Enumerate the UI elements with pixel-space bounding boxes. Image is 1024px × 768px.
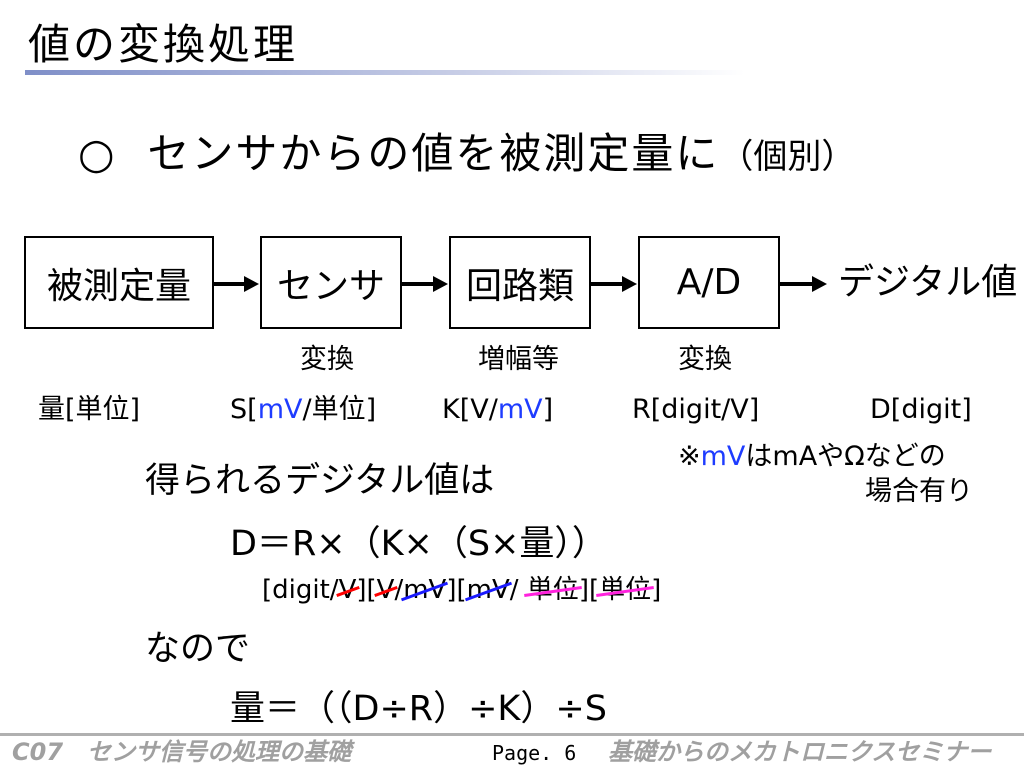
heading: ○ センサからの値を被測定量に（個別） [78, 133, 855, 175]
formula-1: D＝R×（K×（S×量）） [230, 524, 607, 564]
unit-text: S[ [230, 394, 258, 425]
title-underline [25, 70, 745, 75]
bullet-circle: ○ [78, 129, 117, 178]
body-line-1: 得られるデジタル値は [145, 461, 495, 501]
unit-text: [digit/ [262, 575, 339, 605]
formula-2: 量＝（（D÷R）÷K）÷S [230, 689, 607, 729]
slide-title: 値の変換処理 [28, 20, 299, 69]
unit-circuit: K[V/mV] [442, 396, 553, 423]
label-conversion-1: 変換 [300, 344, 354, 375]
struck-unit: V [338, 575, 357, 605]
unit-mv: mV [497, 394, 543, 425]
heading-note: （個別） [719, 137, 856, 177]
digital-value-label: デジタル値 [838, 262, 1018, 303]
struck-unit: mV [466, 575, 510, 605]
arrow-icon [591, 276, 637, 292]
note-text: はmAやΩなどの [745, 441, 946, 472]
struck-unit: 単位 [599, 575, 652, 605]
unit-text: ][ [356, 575, 377, 605]
unit-cancellation: [digit/V][V/mV][mV/ 単位][単位] [262, 577, 661, 603]
box-measured-quantity: 被測定量 [24, 236, 214, 329]
unit-quantity: 量[単位] [38, 394, 141, 425]
box-circuits: 回路類 [449, 236, 591, 329]
footer-course: C07 センサ信号の処理の基礎 [12, 738, 352, 766]
unit-text: / [394, 575, 404, 605]
label-amplification: 増幅等 [478, 344, 559, 375]
page-number: Page. 6 [492, 741, 577, 765]
unit-sensor: S[mV/単位] [230, 396, 376, 423]
struck-unit: 単位 [526, 575, 579, 605]
unit-text: ] [651, 575, 662, 605]
unit-text: ][ [446, 575, 467, 605]
box-sensor: センサ [260, 236, 402, 329]
struck-unit: mV [403, 575, 447, 605]
unit-mv: mV [257, 394, 303, 425]
box-ad: A/D [638, 236, 780, 329]
footer-divider [0, 733, 1024, 736]
note-mv: mV [700, 441, 746, 472]
note-line-2: 場合有り [865, 476, 973, 507]
arrow-icon [214, 276, 259, 292]
arrow-icon [402, 276, 448, 292]
footer-seminar: 基礎からのメカトロニクスセミナー [608, 738, 992, 766]
unit-ad: R[digit/V] [632, 394, 760, 425]
unit-text: ] [542, 394, 554, 425]
arrow-icon [780, 276, 827, 292]
unit-text: ][ [578, 575, 600, 605]
struck-unit: V [376, 575, 395, 605]
note-line-1: ※mVはmAやΩなどの [678, 443, 946, 470]
unit-digital: D[digit] [870, 394, 972, 425]
unit-text: / [509, 575, 527, 605]
unit-text: K[V/ [442, 394, 498, 425]
body-line-2: なので [145, 629, 251, 669]
unit-text: /単位] [302, 394, 377, 425]
heading-text: センサからの値を被測定量に [147, 129, 720, 178]
label-conversion-2: 変換 [678, 344, 732, 375]
note-mark: ※ [678, 441, 701, 472]
